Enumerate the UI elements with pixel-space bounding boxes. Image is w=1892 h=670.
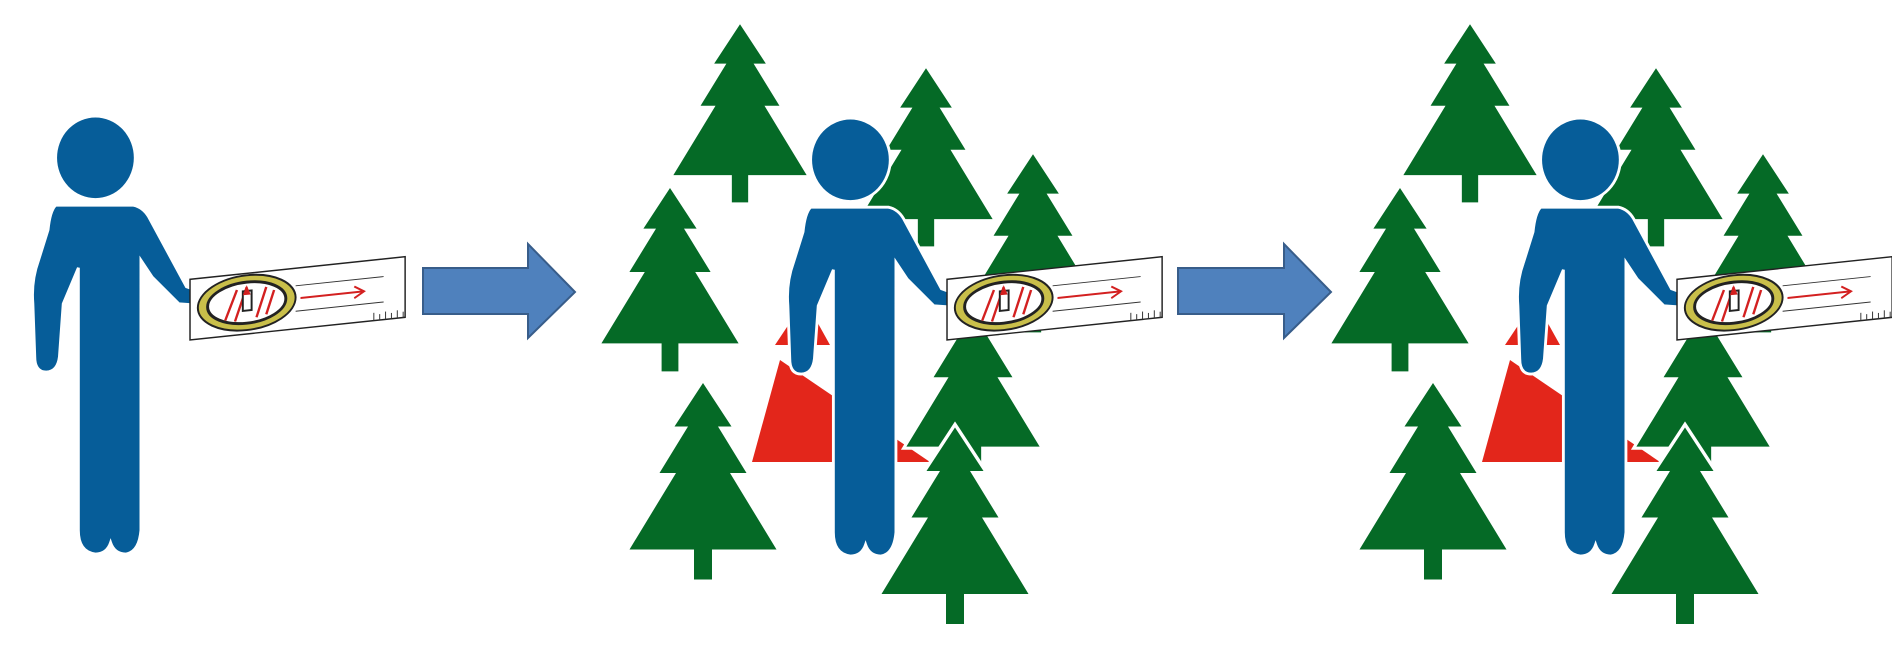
person-with-compass-panel [30, 114, 407, 556]
person-in-forest-oriented-panel [1331, 24, 1892, 624]
next-step-arrow-1 [422, 241, 577, 341]
tree-icon [673, 24, 806, 202]
tree-icon [1360, 383, 1507, 580]
right-arrow-icon [1177, 241, 1333, 341]
tree-icon [601, 188, 738, 371]
right-arrow-icon [422, 241, 577, 341]
tree-icon [1331, 188, 1468, 371]
compass-icon [1675, 255, 1892, 342]
compass-icon [945, 255, 1164, 342]
person-icon [30, 114, 212, 556]
next-step-arrow-2 [1177, 241, 1333, 341]
compass-icon [188, 255, 407, 342]
person-in-forest-control-panel [601, 24, 1164, 624]
tree-icon [1403, 24, 1536, 202]
tree-icon [630, 383, 777, 580]
